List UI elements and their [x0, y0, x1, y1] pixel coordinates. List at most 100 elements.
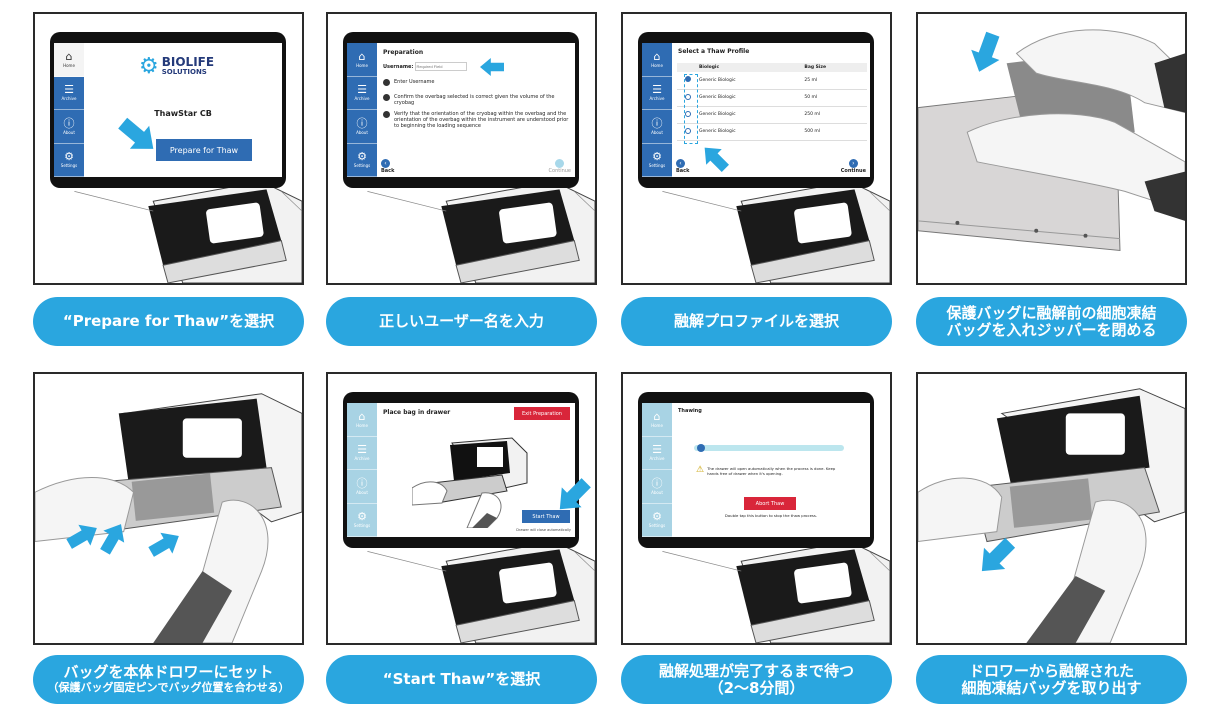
- about-icon: ⓘ: [63, 116, 75, 130]
- radio-button[interactable]: [685, 127, 691, 134]
- exit-preparation-button[interactable]: Exit Preparation: [514, 407, 570, 420]
- sidebar-item-home[interactable]: ⌂Home: [347, 403, 377, 437]
- step-3-caption: 融解プロファイルを選択: [621, 297, 892, 346]
- step-1-caption: “Prepare for Thaw”を選択: [33, 297, 304, 346]
- sidebar-item-archive[interactable]: ☰Archive: [347, 77, 377, 110]
- sidebar-item-settings[interactable]: ⚙Settings: [347, 144, 377, 177]
- about-icon: ⓘ: [651, 116, 663, 130]
- prepare-for-thaw-button[interactable]: Prepare for Thaw: [156, 139, 252, 161]
- settings-icon: ⚙: [357, 510, 367, 524]
- sidebar-item-archive[interactable]: ☰Archive: [642, 437, 672, 470]
- radio-button[interactable]: [685, 110, 691, 117]
- sidebar-item-settings[interactable]: ⚙Settings: [347, 504, 377, 537]
- continue-button[interactable]: ›Continue: [840, 159, 866, 174]
- warning-message: ⚠ The drawer will open automatically whe…: [696, 465, 836, 477]
- abort-hint: Double tap this button to stop the thaw …: [724, 513, 818, 518]
- product-name: ThawStar CB: [154, 109, 212, 118]
- archive-icon: ☰: [357, 83, 367, 97]
- warning-icon: ⚠: [696, 465, 705, 475]
- drawer-note: Drawer will close automatically: [516, 528, 571, 532]
- about-icon: ⓘ: [356, 116, 368, 130]
- sidebar-item-archive[interactable]: ☰Archive: [347, 437, 377, 470]
- home-icon: ⌂: [358, 49, 366, 63]
- step-5-caption: バッグを本体ドロワーにセット（保護バッグ固定ピンでバッグ位置を合わせる）: [33, 655, 304, 704]
- step-8-caption: ドロワーから融解された細胞凍結バッグを取り出す: [916, 655, 1187, 704]
- gear-logo-icon: ⚙: [139, 54, 159, 79]
- arrow-icon: [480, 58, 504, 76]
- instruction-list: Enter Username Confirm the overbag selec…: [383, 79, 569, 129]
- back-button[interactable]: ‹Back: [381, 159, 395, 174]
- place-bag-in-drawer-photo: [35, 393, 302, 643]
- step-4-panel: [916, 12, 1187, 285]
- settings-icon: ⚙: [357, 150, 367, 164]
- home-icon: ⌂: [65, 49, 73, 63]
- screen-title: Preparation: [383, 49, 424, 56]
- abort-thaw-button[interactable]: Abort Thaw: [744, 497, 796, 510]
- sidebar-item-archive[interactable]: ☰Archive: [642, 77, 672, 110]
- archive-icon: ☰: [652, 443, 662, 457]
- sidebar-item-settings[interactable]: ⚙Settings: [642, 504, 672, 537]
- archive-icon: ☰: [652, 83, 662, 97]
- remove-bag-photo: [918, 388, 1185, 643]
- back-button[interactable]: ‹Back: [676, 159, 690, 174]
- sidebar-item-settings[interactable]: ⚙Settings: [54, 144, 84, 177]
- radio-button[interactable]: [685, 76, 691, 83]
- sidebar-item-settings[interactable]: ⚙Settings: [642, 144, 672, 177]
- drawer-illustration: [412, 437, 528, 528]
- progress-indicator: [697, 444, 705, 452]
- screen-title: Thawing: [678, 408, 702, 414]
- home-icon: ⌂: [358, 409, 366, 423]
- settings-icon: ⚙: [64, 150, 74, 164]
- username-input[interactable]: [415, 62, 468, 71]
- home-icon: ⌂: [653, 49, 661, 63]
- radio-button[interactable]: [685, 93, 691, 100]
- sidebar-item-home[interactable]: ⌂Home: [347, 43, 377, 77]
- screen-title: Select a Thaw Profile: [678, 48, 750, 55]
- step-5-panel: [33, 372, 304, 645]
- sidebar-item-home[interactable]: ⌂Home: [54, 43, 84, 77]
- arrow-icon: [696, 139, 734, 177]
- sidebar-item-home[interactable]: ⌂Home: [642, 403, 672, 437]
- sidebar-item-archive[interactable]: ☰Archive: [54, 77, 84, 110]
- settings-icon: ⚙: [652, 150, 662, 164]
- about-icon: ⓘ: [651, 476, 663, 490]
- archive-icon: ☰: [357, 443, 367, 457]
- archive-icon: ☰: [64, 83, 74, 97]
- sidebar-item-home[interactable]: ⌂Home: [642, 43, 672, 77]
- radio-highlight: [684, 74, 698, 144]
- continue-button[interactable]: Continue: [549, 159, 571, 174]
- step-4-caption: 保護バッグに融解前の細胞凍結バッグを入れジッパーを閉める: [916, 297, 1187, 346]
- start-thaw-button[interactable]: Start Thaw: [522, 510, 570, 523]
- settings-icon: ⚙: [652, 510, 662, 524]
- step-6-caption: “Start Thaw”を選択: [326, 655, 597, 704]
- step-8-panel: [916, 372, 1187, 645]
- screen-title: Place bag in drawer: [383, 409, 451, 416]
- step-2-caption: 正しいユーザー名を入力: [326, 297, 597, 346]
- biolife-logo: ⚙ BIOLIFE SOLUTIONS: [139, 54, 215, 79]
